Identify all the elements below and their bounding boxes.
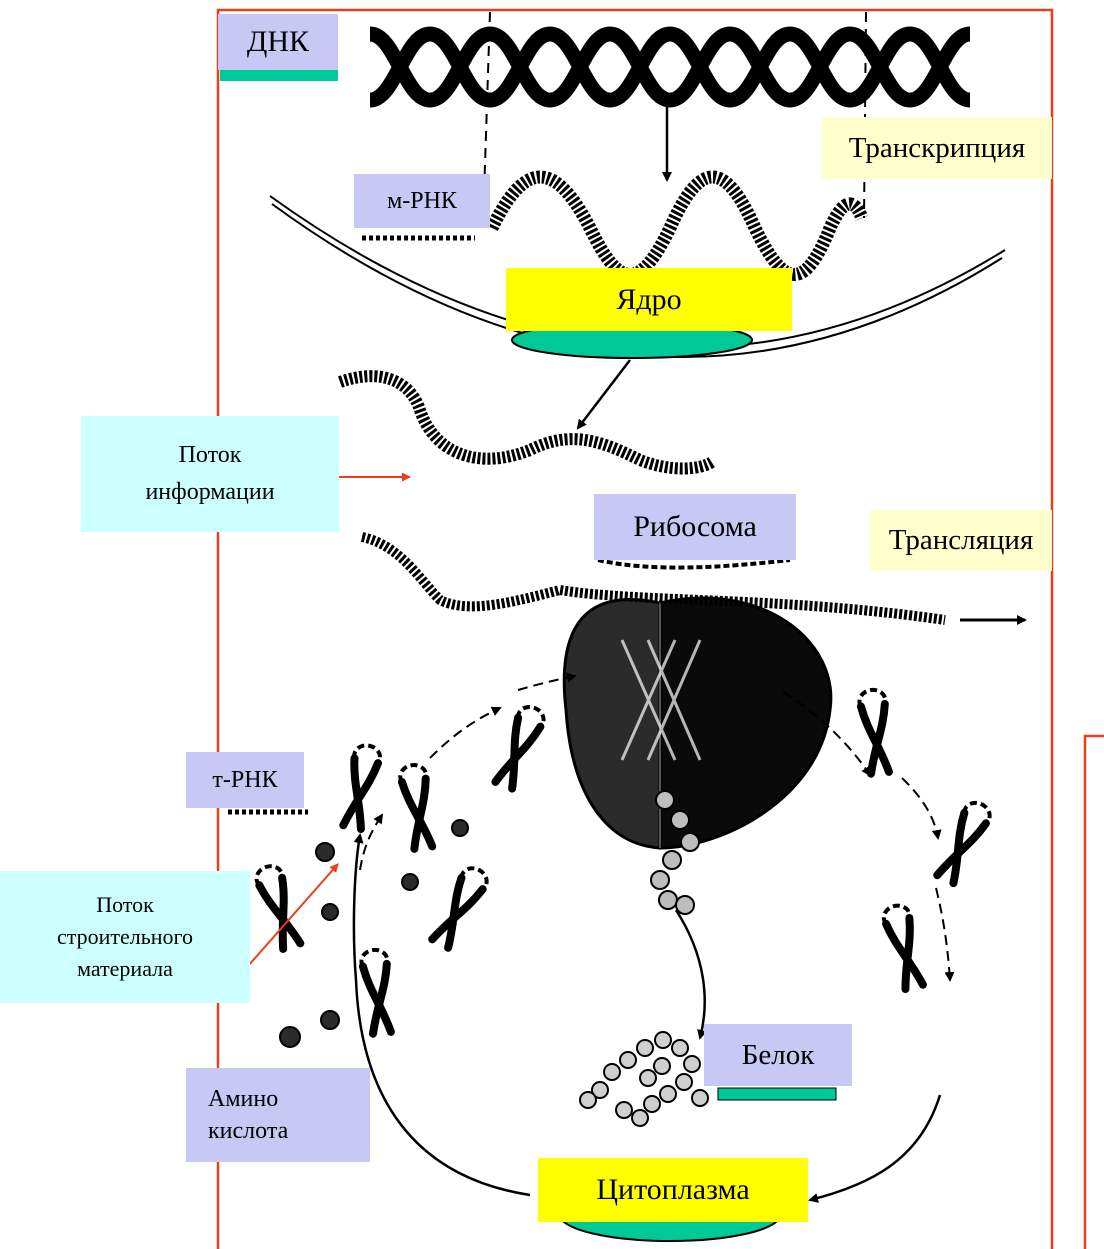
ribosome bbox=[564, 598, 831, 848]
cytoplasm-label: Цитоплазма bbox=[538, 1158, 808, 1222]
transcription-label: Транскрипция bbox=[822, 117, 1052, 179]
building-flow-label: Поток строительного материала bbox=[0, 871, 250, 1003]
translation-label: Трансляция bbox=[870, 510, 1052, 571]
folded-protein bbox=[580, 1032, 708, 1126]
mrna-strand-nucleus bbox=[492, 177, 862, 275]
trna-label: т-РНК bbox=[186, 752, 304, 808]
amino-acid-label: Амино кислота bbox=[186, 1068, 370, 1162]
dna-helix bbox=[370, 34, 970, 100]
mrna-label: м-РНК bbox=[354, 174, 490, 228]
info-flow-line-1: Поток bbox=[179, 437, 242, 474]
info-flow-line-2: информации bbox=[145, 474, 274, 511]
trna-exit-arrow-3 bbox=[936, 888, 950, 980]
protein-release-arrow bbox=[676, 910, 705, 1038]
dna-label: ДНК bbox=[218, 14, 338, 70]
info-flow-label: Поток информации bbox=[81, 416, 339, 532]
protein-accent-bar bbox=[718, 1088, 836, 1100]
protein-label: Белок bbox=[704, 1024, 852, 1086]
nucleus-label: Ядро bbox=[506, 268, 792, 331]
ribosome-label: Рибосома bbox=[594, 494, 796, 560]
amino-acid-line-2: кислота bbox=[208, 1115, 288, 1147]
trna-exit-arrow-2 bbox=[902, 778, 938, 838]
building-flow-line-1: Поток bbox=[96, 889, 154, 921]
mrna-strand-cytoplasm bbox=[340, 376, 712, 468]
mrna-export-arrow bbox=[578, 360, 630, 428]
building-flow-line-3: материала bbox=[77, 953, 173, 985]
to-cytoplasm-arrow bbox=[810, 1095, 940, 1200]
trna-entry-arrow bbox=[430, 708, 500, 758]
amino-acid-line-1: Амино bbox=[208, 1083, 278, 1115]
building-flow-line-2: строительного bbox=[57, 921, 193, 953]
ribosome-label-underline bbox=[598, 560, 790, 568]
